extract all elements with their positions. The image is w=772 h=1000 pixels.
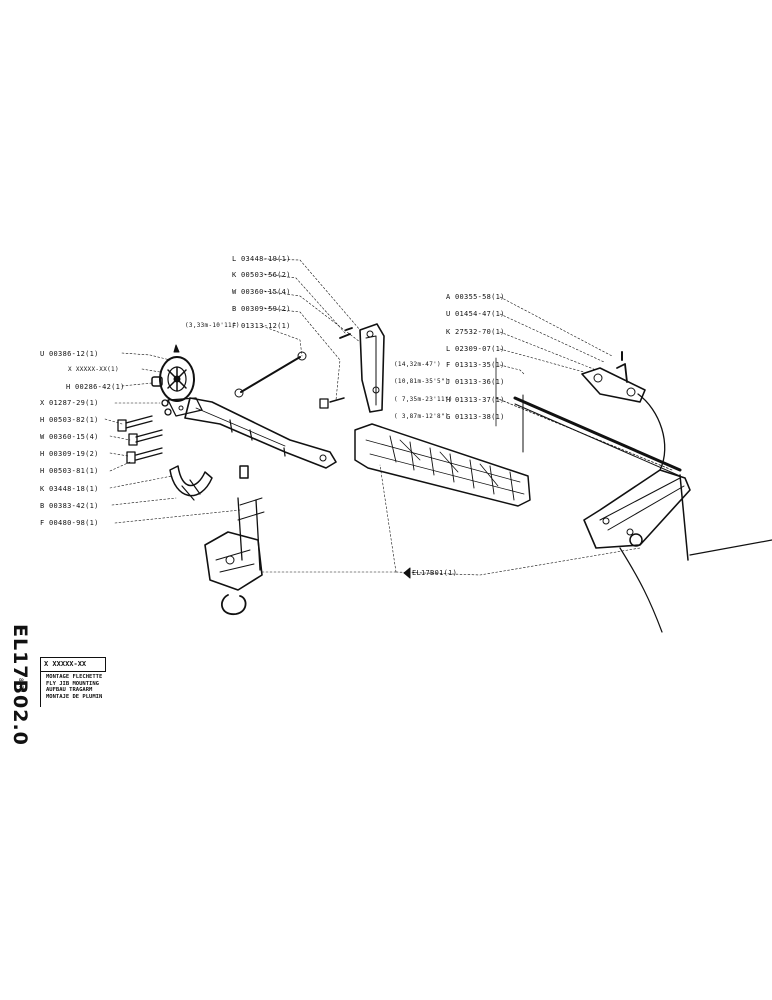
- tie-rod: [234, 351, 307, 398]
- part-label-left: U 00386-12(1): [40, 350, 99, 358]
- jib-part: H 01313-37(1): [446, 396, 505, 404]
- drawing-code: EL17B02.0: [9, 624, 31, 746]
- jib-option-bracket: [495, 357, 673, 471]
- part-label-top: F 01313-12(1): [232, 322, 291, 330]
- crane-boom: [513, 393, 772, 633]
- reference-label: EL17B01(1): [412, 569, 458, 577]
- title-code-box: X XXXXX-XX: [40, 657, 106, 672]
- part-label-left: B 00383-42(1): [40, 502, 99, 510]
- link-plate: [581, 351, 646, 403]
- part-label-left: W 00360-15(4): [40, 433, 99, 441]
- title-de: AUFBAU TRAGARM: [46, 687, 93, 693]
- jib-part: F 01313-35(1): [446, 361, 505, 369]
- part-label-left: H 00503-82(1): [40, 416, 99, 424]
- part-label-top: K 00503-56(2): [232, 271, 291, 279]
- part-label-right: L 02309-07(1): [446, 345, 505, 353]
- part-label-left: K 03448-18(1): [40, 485, 99, 493]
- part-label-left: F 00480-98(1): [40, 519, 99, 527]
- guard-cover: [169, 465, 249, 501]
- title-es: MONTAJE DE PLUMIN: [46, 693, 103, 700]
- base-mechanism: [204, 497, 265, 615]
- top-length-note: (3,33m-10'11"): [185, 322, 240, 329]
- jib-part: J 01313-36(1): [446, 378, 505, 386]
- part-label-left: H 00286-42(1): [66, 383, 125, 391]
- title-block: MONTAGE FLECHETTE FLY JIB MOUNTING AUFBA…: [46, 674, 102, 700]
- sheave-wheel: [151, 344, 195, 402]
- vertical-bracket: [319, 323, 385, 413]
- jib-sections: [354, 423, 531, 507]
- part-label-right: U 01454-47(1): [446, 310, 505, 318]
- jib-length: (14,32m-47'): [394, 361, 441, 368]
- part-label-left: H 00503-81(1): [40, 467, 99, 475]
- title-en: FLY JIB MOUNTING: [46, 680, 99, 687]
- drawing-date: 8.72: [17, 678, 24, 693]
- part-label-left: X XXXXX-XX(1): [68, 366, 119, 373]
- jib-length: (10,81m-35'5"): [394, 378, 449, 385]
- main-boom: [167, 397, 337, 469]
- part-label-left: H 00309-19(2): [40, 450, 99, 458]
- part-label-top: W 00360-15(4): [232, 288, 291, 296]
- part-label-top: B 00309-59(2): [232, 305, 291, 313]
- title-divider-vertical: [40, 671, 41, 707]
- title-divider: [40, 671, 104, 672]
- reference-arrow: [403, 567, 411, 579]
- jib-length: ( 3,87m-12'8"): [394, 413, 449, 420]
- part-label-right: K 27532-70(1): [446, 328, 505, 336]
- part-label-top: L 03448-19(1): [232, 255, 291, 263]
- part-label-left: X 01287-29(1): [40, 399, 99, 407]
- title-fr: MONTAGE FLECHETTE: [46, 674, 103, 680]
- part-label-right: A 00355-58(1): [446, 293, 505, 301]
- pins-left: [117, 399, 172, 464]
- leader-lines: [104, 258, 641, 576]
- jib-part: G 01313-38(1): [446, 413, 505, 421]
- jib-length: ( 7,35m-23'11"): [394, 396, 453, 403]
